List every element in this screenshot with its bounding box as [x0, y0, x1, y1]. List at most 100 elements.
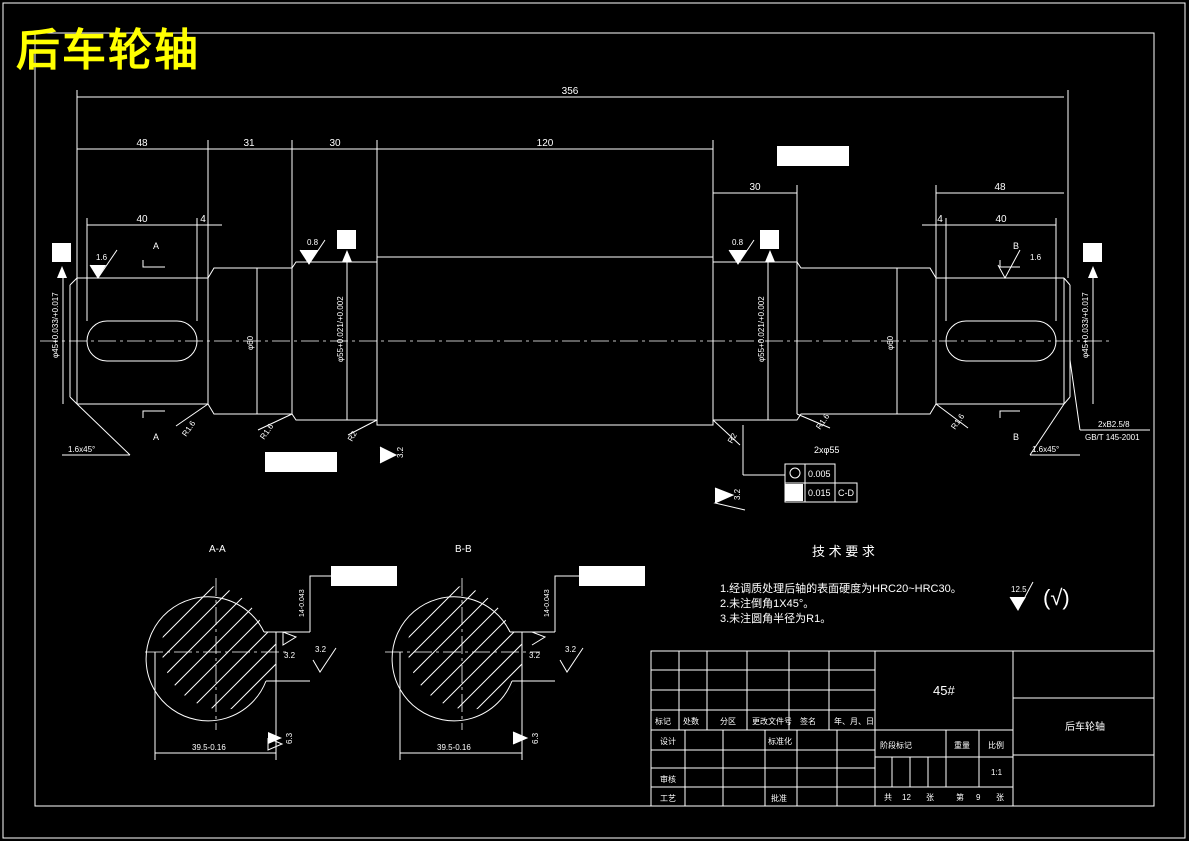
roughness-symbols — [89, 239, 1034, 751]
section-bb-title: B-B — [455, 544, 472, 555]
tb-material: 45# — [933, 683, 955, 698]
tb-weight: 重量 — [954, 740, 970, 750]
dia-bearing-left: φ55+0.021/+0.002 — [336, 296, 345, 362]
tb-stage-mark: 阶段标记 — [880, 740, 912, 750]
tb-total-label: 共 — [884, 793, 892, 802]
center-hole-1: 2xB2.5/8 — [1098, 420, 1130, 429]
rough-r3: 0.8 — [732, 238, 744, 247]
dia-right: φ45+0.033/+0.017 — [1081, 292, 1090, 358]
dim-40b: 40 — [995, 214, 1007, 225]
section-cut-lines — [142, 260, 1020, 418]
section-aa-depth: 14-0.043 — [299, 589, 306, 617]
tol-row2-ref: C-D — [838, 488, 854, 498]
section-aa — [145, 575, 331, 760]
dia-left: φ45+0.033/+0.017 — [51, 292, 60, 358]
dim-30b: 30 — [749, 182, 761, 193]
rough-fill-7 — [513, 732, 527, 744]
rough-r7: 3.2 — [284, 651, 296, 660]
tolerance-frame — [742, 425, 858, 503]
keyway-left — [86, 320, 198, 362]
tb-page-unit: 张 — [996, 793, 1004, 802]
rough-r5: 3.2 — [396, 446, 405, 458]
tb-h-sign: 签名 — [800, 716, 816, 726]
tb-sheet-unit: 张 — [926, 793, 934, 802]
tb-process: 工艺 — [660, 794, 676, 803]
dia-bearing-right: φ55+0.021/+0.002 — [757, 296, 766, 362]
dim-30a: 30 — [329, 138, 341, 149]
tol-row1: 0.005 — [808, 469, 831, 479]
radius-leaders — [175, 403, 969, 446]
rough-fill-5 — [715, 488, 733, 503]
inner-frame — [34, 32, 1155, 807]
datum-markers — [52, 146, 1102, 586]
tech-line1: 1.经调质处理后轴的表面硬度为HRC20~HRC30。 — [720, 581, 962, 595]
chamfer-right: 1.6x45° — [1032, 445, 1059, 454]
section-bb-width: 39.5-0.16 — [437, 743, 471, 752]
section-b-top: B — [1013, 241, 1019, 251]
section-b-bottom: B — [1013, 432, 1019, 442]
section-bb-depth: 14-0.043 — [544, 589, 551, 617]
tb-page-val: 9 — [976, 793, 981, 802]
tb-standardize: 标准化 — [768, 736, 792, 746]
rough-r2: 0.8 — [307, 238, 319, 247]
rough-fill-1 — [90, 265, 106, 278]
shaft-outline — [69, 256, 1071, 426]
dim-40a: 40 — [136, 214, 148, 225]
dim-total: 356 — [562, 86, 579, 97]
rough-general-check: (√) — [1043, 585, 1070, 610]
title-block-grid — [650, 650, 1155, 807]
tb-scale-val: 1:1 — [991, 768, 1003, 777]
tb-review: 审核 — [660, 774, 676, 784]
tb-scale: 比例 — [988, 740, 1004, 750]
tb-h-doc: 更改文件号 — [752, 716, 792, 726]
tb-h-count: 处数 — [683, 716, 699, 726]
tb-design: 设计 — [660, 736, 676, 746]
rough-general: 12.5 — [1011, 585, 1027, 594]
rough-fill-8 — [1010, 597, 1026, 610]
center-hole-2: GB/T 145-2001 — [1085, 433, 1140, 442]
dim-48b: 48 — [994, 182, 1006, 193]
tech-heading: 技 术 要 求 — [812, 544, 875, 559]
radius-4: R1.6 — [814, 412, 831, 431]
rough-r10: 3.2 — [565, 645, 577, 654]
tech-line3: 3.未注圆角半径为R1。 — [720, 611, 831, 625]
drawing-title: 后车轮轴 — [16, 25, 200, 76]
tb-h-mark: 标记 — [655, 716, 671, 726]
section-a-bottom: A — [153, 432, 159, 442]
tb-h-date: 年、月、日 — [834, 716, 874, 726]
tech-line2: 2.未注倒角1X45°。 — [720, 596, 814, 610]
tb-part-name: 后车轮轴 — [1065, 720, 1105, 733]
chamfer-left: 1.6x45° — [68, 445, 95, 454]
dim-120: 120 — [537, 138, 554, 149]
tol-label: 2xφ55 — [814, 445, 839, 455]
dia-mid-right: φ60 — [886, 335, 895, 350]
section-bb-bottom: 6.3 — [531, 732, 540, 744]
tb-h-zone: 分区 — [720, 717, 736, 726]
rough-fill-4 — [380, 447, 396, 463]
rough-fill-6 — [268, 732, 282, 744]
dim-4b: 4 — [937, 214, 943, 225]
dim-48a: 48 — [136, 138, 148, 149]
radius-2: R1.6 — [258, 422, 275, 441]
section-aa-width: 39.5-0.16 — [192, 743, 226, 752]
tb-total-val: 12 — [902, 793, 911, 802]
section-a-top: A — [153, 241, 159, 251]
rough-r6: 3.2 — [733, 488, 742, 500]
tb-page-label: 第 — [956, 792, 964, 802]
rough-r1: 1.6 — [96, 253, 108, 262]
dimension-lines — [62, 90, 1150, 456]
dim-4a: 4 — [200, 214, 206, 225]
tol-row2: 0.015 — [808, 488, 831, 498]
section-aa-title: A-A — [209, 544, 226, 555]
rough-r9: 3.2 — [529, 651, 541, 660]
radius-3: R2 — [346, 429, 359, 443]
tb-approve: 批准 — [771, 793, 787, 803]
section-aa-bottom: 6.3 — [285, 732, 294, 744]
keyway-right — [945, 320, 1057, 362]
rough-r8: 3.2 — [315, 645, 327, 654]
dia-mid-left: φ60 — [246, 335, 255, 350]
radius-6: R1.6 — [949, 412, 966, 431]
rough-r4: 1.6 — [1030, 253, 1042, 262]
rough-fill-2 — [300, 250, 318, 264]
